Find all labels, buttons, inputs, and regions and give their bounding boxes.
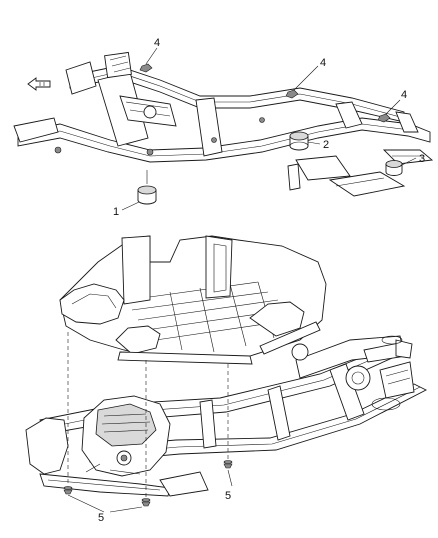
mount-nut-3 bbox=[377, 113, 391, 123]
front-bumper-beam bbox=[25, 417, 69, 475]
frame-rail-left bbox=[17, 117, 431, 163]
mount-nut-2 bbox=[285, 89, 299, 99]
callout-4-c: 4 bbox=[401, 89, 407, 101]
frame-assembly-top bbox=[13, 47, 434, 211]
crossmember-rear bbox=[335, 101, 363, 129]
body-mount-bushing-2 bbox=[289, 131, 309, 151]
callout-3: 3 bbox=[419, 153, 425, 165]
callout-5-b: 5 bbox=[98, 512, 104, 524]
callout-4-b: 4 bbox=[320, 57, 326, 69]
crossmember-end bbox=[395, 111, 419, 133]
cab-and-chassis-bottom bbox=[25, 235, 427, 513]
body-mount-bushing-1 bbox=[137, 170, 157, 205]
callout-4-a: 4 bbox=[154, 37, 160, 49]
front-direction-arrow-icon bbox=[27, 77, 51, 91]
callout-2: 2 bbox=[323, 139, 329, 151]
body-mount-bolt-3 bbox=[223, 460, 233, 469]
body-mount-bolt-1 bbox=[63, 486, 73, 495]
callout-5-a: 5 bbox=[225, 490, 231, 502]
body-mount-bushing-3 bbox=[385, 160, 403, 176]
front-frame-horn bbox=[13, 117, 59, 143]
mount-nut-1 bbox=[139, 63, 153, 73]
callout-1: 1 bbox=[113, 206, 119, 218]
body-mount-bolt-2 bbox=[141, 498, 151, 507]
